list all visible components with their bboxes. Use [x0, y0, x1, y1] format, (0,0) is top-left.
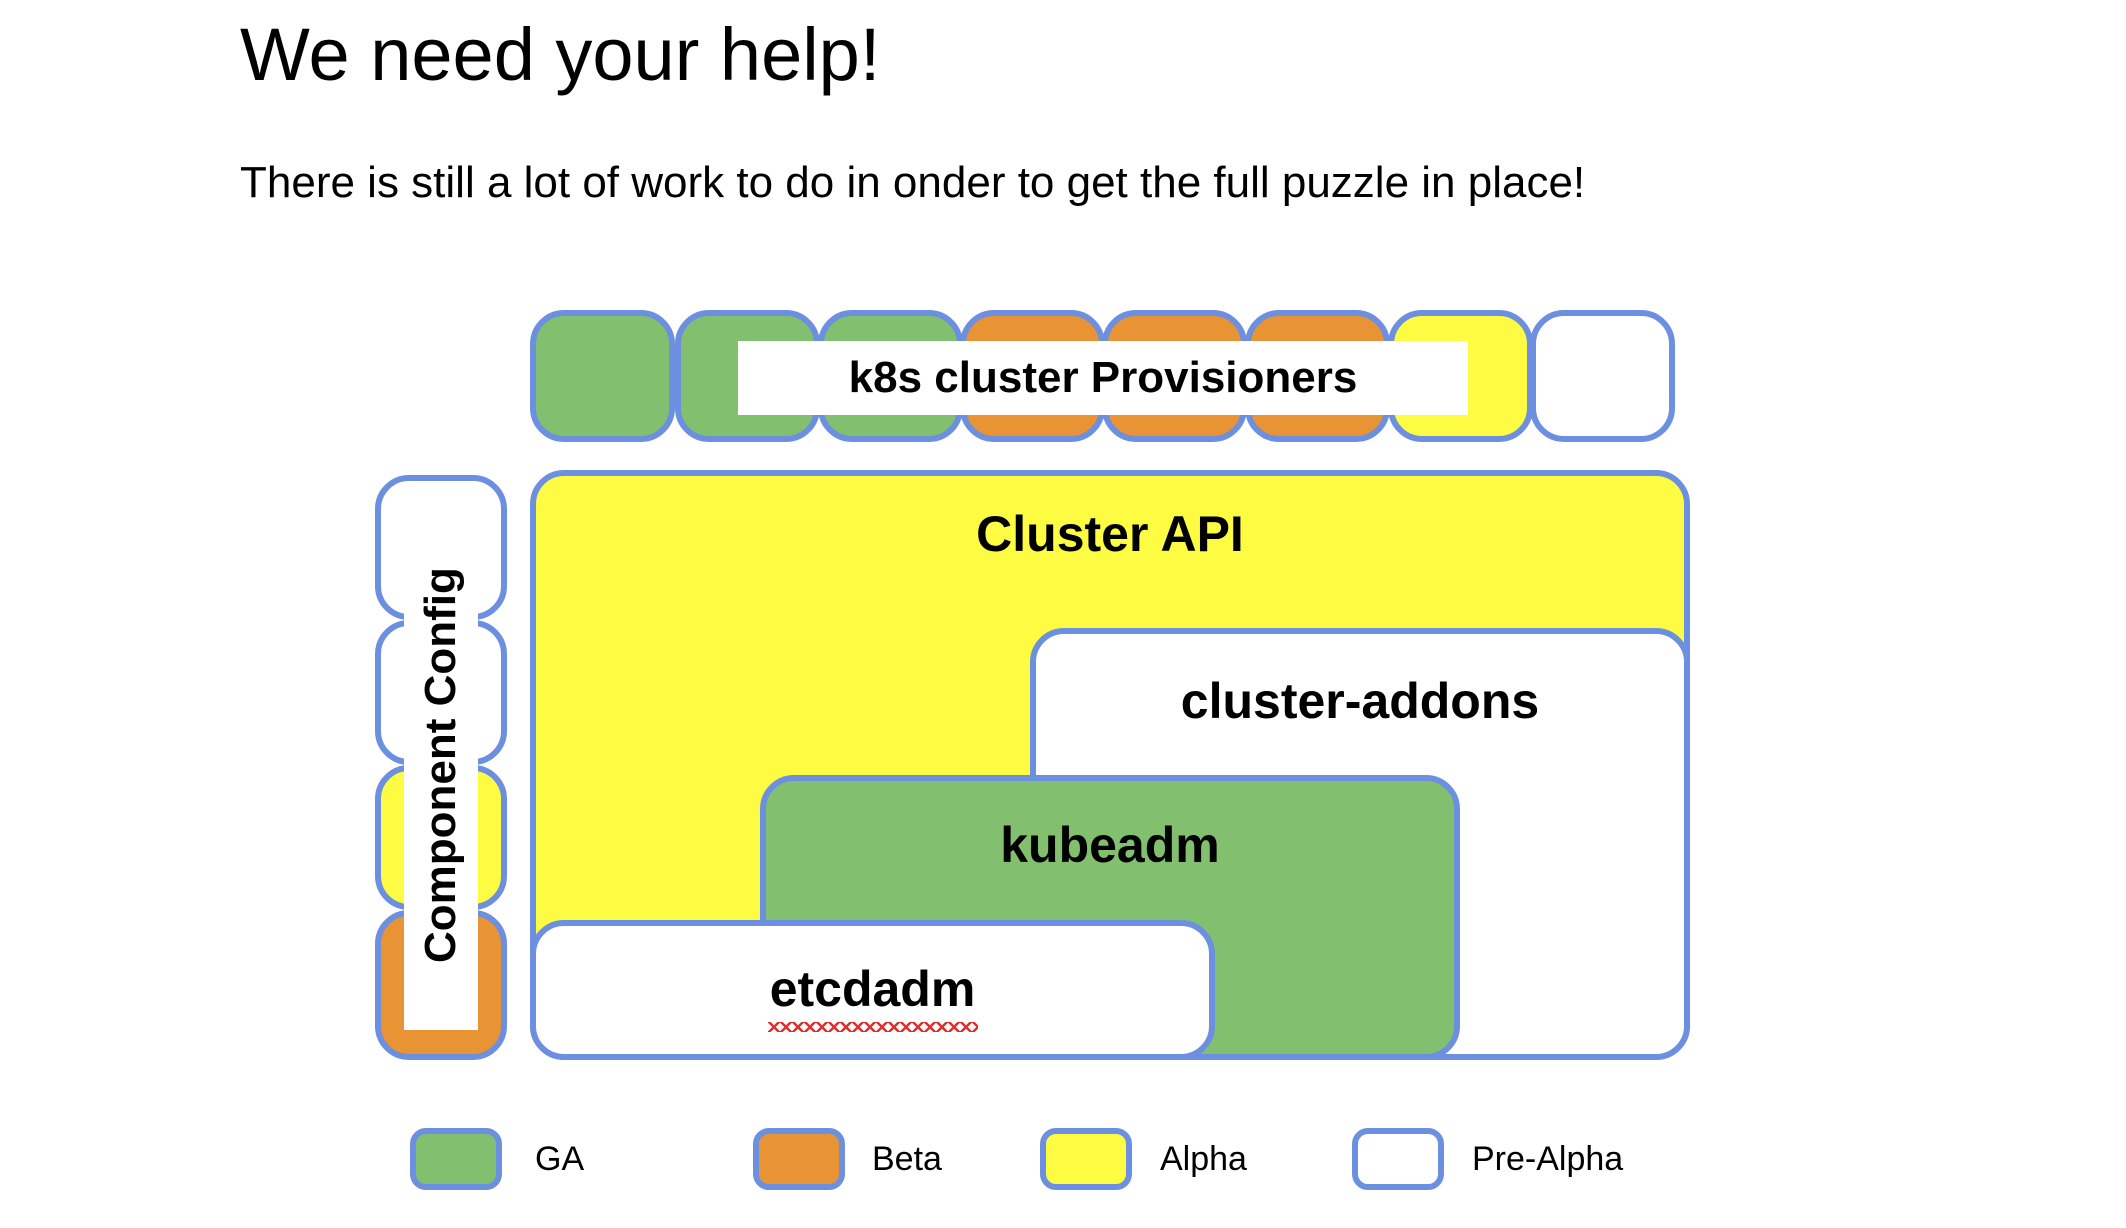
page-title: We need your help! [240, 13, 881, 96]
project-label-etcdadm: etcdadm [769, 961, 976, 1017]
legend-label-beta: Beta [872, 1140, 942, 1178]
legend-label-pre-alpha: Pre-Alpha [1472, 1140, 1624, 1178]
spellcheck-squiggle-etcdadm [768, 1022, 978, 1032]
component-config-label: Component Config [404, 500, 478, 1030]
project-box-etcdadm[interactable] [530, 920, 1215, 1060]
project-label-cluster-api: Cluster API [976, 506, 1244, 562]
legend-swatch-ga [410, 1128, 502, 1190]
project-label-cluster-addons: cluster-addons [1180, 673, 1540, 729]
legend-swatch-beta [753, 1128, 845, 1190]
legend-swatch-alpha [1040, 1128, 1132, 1190]
legend-label-alpha: Alpha [1160, 1140, 1247, 1178]
provisioner-row-title: k8s cluster Provisioners [738, 341, 1468, 415]
page-subtitle: There is still a lot of work to do in on… [240, 158, 1586, 207]
legend-label-ga: GA [535, 1140, 585, 1178]
project-label-kubeadm: kubeadm [1000, 817, 1220, 873]
legend-swatch-pre-alpha [1352, 1128, 1444, 1190]
provisioner-box-1[interactable] [530, 310, 675, 442]
provisioner-box-8[interactable] [1530, 310, 1675, 442]
